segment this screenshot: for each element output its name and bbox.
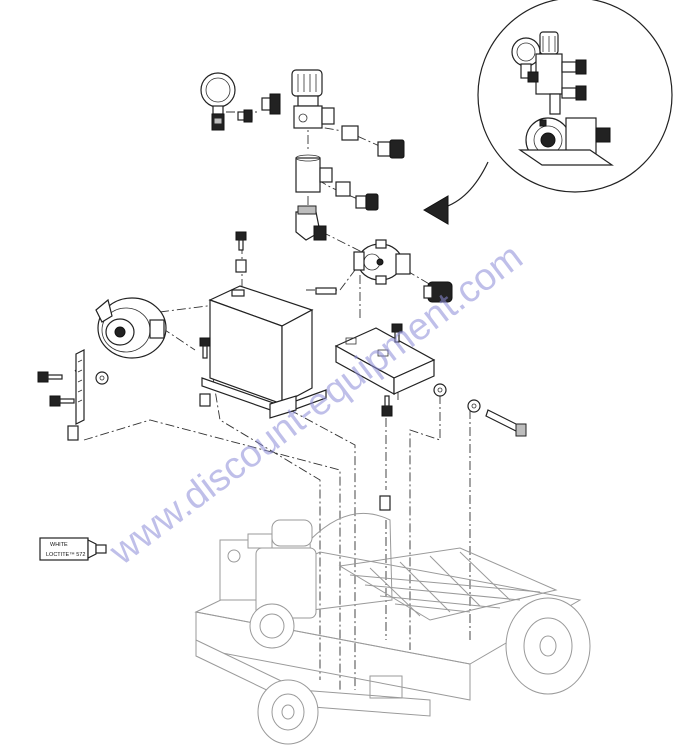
elbow-fitting-small [261,93,281,115]
gauge-adapter [237,109,253,123]
engine [219,519,317,649]
watermark: www.discount-equipment.com [101,236,530,574]
pump-shaft-key [315,287,337,295]
pointer-arrow [423,161,489,225]
spacer-top [235,259,247,273]
rear-wheel [505,597,591,695]
pressure-gauge [200,72,236,131]
threadlocker-tube: WHITE LOCTITE™ 572 [39,537,107,561]
washer-right-2 [467,399,481,413]
bolt-left-lower [49,395,75,407]
nipple-fitting-2 [335,181,351,197]
spacer-lower [379,495,391,511]
logo-badge [369,675,403,699]
bolt-bracket [199,337,211,359]
tube-label-line1: WHITE [50,542,68,548]
water-pump [353,239,411,285]
pressure-regulator-valve [291,69,335,129]
quick-coupler-1 [377,139,405,159]
mounting-plate-right [334,327,436,396]
watermark-text: www.discount-equipment.com [101,236,530,574]
bolt-plate-lower [381,395,393,417]
quick-coupler-3 [423,281,453,303]
mounting-bracket-left [75,349,85,425]
bolt-plate-upper [391,323,403,343]
washer-left [95,371,109,385]
detail-inset-circle [477,0,673,193]
tee-fitting [295,154,333,193]
electric-clutch [95,297,167,359]
long-bolt-right [485,409,527,437]
front-wheel [257,679,319,745]
elbow-fitting-large [295,205,327,241]
spacer-bracket [199,393,211,407]
quick-coupler-2 [355,193,379,211]
bolt-top [235,231,247,251]
nipple-fitting-1 [341,125,359,141]
bolt-left-upper [37,371,63,383]
pump-mount-bracket [201,285,327,419]
washer-right [433,383,447,397]
tube-label-line2: LOCTITE™ 572 [46,552,85,558]
nut-left [67,425,79,441]
